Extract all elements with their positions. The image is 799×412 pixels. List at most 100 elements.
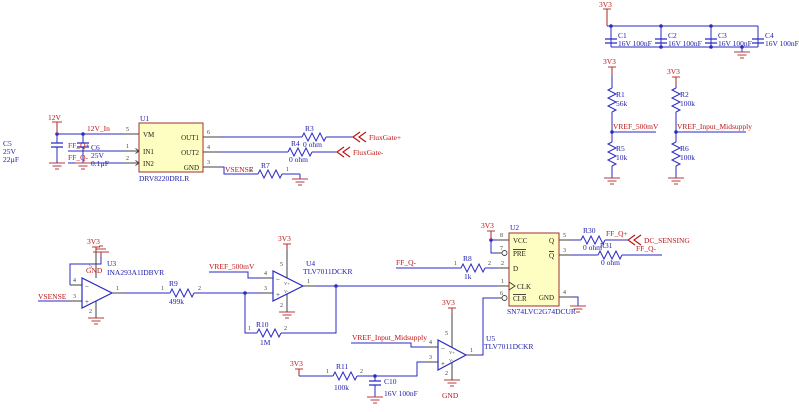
port-fluxgate-plus[interactable]: FluxGate+	[351, 131, 401, 143]
r10-num-2: 2	[284, 326, 287, 332]
u4-ref: U4	[306, 259, 315, 268]
u2-num-8: 8	[500, 233, 503, 239]
power-port-gnd-u3[interactable]: GND	[86, 245, 109, 275]
c6-rating: 25V	[91, 151, 105, 160]
component-r30[interactable]: R30 0 ohm	[580, 226, 606, 252]
u2-pin-gnd: GND	[539, 294, 554, 302]
component-u4[interactable]: − + V+ V- U4 TLV7011DCKR 4 3 5 2 1	[261, 250, 352, 312]
power-label-3v3: 3V3	[87, 237, 100, 246]
component-c6[interactable]: C6 25V 0.1µF	[77, 134, 109, 168]
power-port-3v3-u5[interactable]: 3V3	[442, 298, 456, 314]
port-fluxgate-minus[interactable]: FluxGate-	[335, 146, 384, 158]
component-r31[interactable]: R31 0 ohm	[597, 241, 623, 267]
gnd-label-u5: GND	[442, 391, 459, 400]
u4-num-3: 3	[264, 286, 267, 292]
r3-value: 0 ohm	[303, 140, 322, 149]
r1-value: 56k	[616, 99, 628, 108]
component-r9[interactable]: R9 499k 1 2	[161, 279, 201, 306]
component-c4[interactable]: C4 16V 100nF	[752, 31, 799, 48]
component-r2[interactable]: R2 100k	[670, 87, 695, 113]
component-u5[interactable]: − + V+ V- U5 TLV7011DCKR 4 3 5 2 1	[426, 314, 533, 380]
u5-ref: U5	[486, 334, 495, 343]
r9-num-1: 1	[161, 286, 164, 292]
wires[interactable]	[38, 25, 759, 397]
component-r11[interactable]: R11 100k 1 2	[326, 362, 363, 392]
u5-minus-mark: −	[441, 345, 445, 353]
u4-plus-mark: +	[276, 291, 280, 299]
u4-num-5: 5	[280, 262, 283, 268]
r9-num-2: 2	[198, 286, 201, 292]
r1-ref: R1	[616, 90, 625, 99]
power-port-3v3-u4[interactable]: 3V3	[278, 234, 291, 250]
c1-ref: C1	[618, 31, 627, 40]
component-u1[interactable]: U1 DRV8220DRLR VM IN1 IN2 OUT1 OUT2 GND …	[123, 114, 219, 183]
r31-ref: R31	[600, 241, 613, 250]
net-label-ff-q-plus: FF_Q+	[68, 141, 90, 150]
u2-part: SN74LVC2G74DCUR	[507, 307, 576, 316]
net-label-vref-midsupply-u5: VREF_Input_Midsupply	[352, 333, 427, 342]
c4-value: 16V 100nF	[765, 39, 799, 48]
u3-plus-mark: +	[85, 298, 89, 306]
component-c1[interactable]: C1 16V 100nF	[605, 31, 652, 48]
component-r7[interactable]: R7 2 1	[250, 161, 289, 180]
net-label-vref-midsupply-div: VREF_Input_Midsupply	[677, 122, 752, 131]
power-port-12v[interactable]: 12V	[48, 113, 62, 134]
c5-rating: 25V	[3, 147, 17, 156]
r11-num-2: 2	[360, 369, 363, 375]
r3-ref: R3	[305, 124, 314, 133]
component-c2[interactable]: C2 16V 100nF	[655, 31, 702, 48]
component-r8[interactable]: R8 1k 1 2	[454, 254, 491, 281]
component-u2[interactable]: U2 SN74LVC2G74DCUR VCC PRE D CLK CLR Q Q…	[497, 223, 576, 316]
power-port-3v3-u2[interactable]: 3V3	[481, 221, 495, 240]
c3-ref: C3	[718, 31, 727, 40]
component-c3[interactable]: C3 16V 100nF	[705, 31, 752, 48]
u1-pin-gnd: GND	[184, 164, 199, 172]
u2-pin-q: Q	[549, 237, 554, 245]
power-port-3v3-r2[interactable]: 3V3	[667, 67, 680, 86]
u5-num-4: 4	[429, 340, 432, 346]
port-dc-sensing[interactable]: DC_SENSING	[626, 234, 690, 246]
u1-ref: U1	[140, 114, 149, 123]
component-r5[interactable]: R5 10k	[606, 141, 628, 167]
ground-symbols	[49, 51, 750, 404]
u4-num-2: 2	[280, 303, 283, 309]
component-r4[interactable]: R4 0 ohm	[287, 139, 313, 164]
r8-num-1: 1	[454, 261, 457, 267]
component-u3[interactable]: − + U3 INA293A1IDBVR 4 3 5 2 1	[70, 252, 164, 318]
net-label-ff-q-minus-r31: FF_Q-	[636, 244, 657, 253]
power-label-3v3: 3V3	[667, 67, 680, 76]
u1-num-4: 4	[207, 145, 210, 151]
power-label-gnd: GND	[86, 266, 103, 275]
component-c5[interactable]: C5 25V 22µF	[3, 134, 63, 164]
power-port-3v3-r1[interactable]: 3V3	[603, 57, 616, 76]
u2-num-1: 1	[501, 279, 504, 285]
u5-vminus-mark: V-	[449, 358, 454, 363]
u1-part: DRV8220DRLR	[139, 174, 189, 183]
c3-value: 16V 100nF	[718, 39, 752, 48]
power-port-3v3-u3[interactable]: 3V3	[87, 237, 100, 252]
r6-ref: R6	[680, 144, 689, 153]
component-r10[interactable]: R10 1M 1 2	[248, 320, 287, 347]
r2-ref: R2	[680, 90, 689, 99]
c10-ref: C10	[384, 377, 397, 386]
u5-num-3: 3	[429, 355, 432, 361]
u2-num-7: 7	[500, 246, 503, 252]
component-r1[interactable]: R1 56k	[606, 87, 628, 113]
power-port-3v3-capbank[interactable]: 3V3	[599, 0, 612, 26]
net-label-vsense-top: VSENSE	[225, 165, 254, 174]
net-label-ff-q-minus-r8: FF_Q-	[396, 258, 417, 267]
r11-value: 100k	[334, 383, 349, 392]
u3-ref: U3	[107, 259, 116, 268]
component-c10[interactable]: C10 16V 100nF	[369, 377, 418, 398]
power-label-3v3: 3V3	[278, 234, 291, 243]
power-label-12v: 12V	[48, 113, 62, 122]
power-port-3v3-r11[interactable]: 3V3	[290, 359, 303, 376]
net-labels[interactable]: 12V_In FF_Q+ FF_Q- VSENSE VREF_500mV VRE…	[38, 122, 752, 342]
r30-value: 0 ohm	[583, 243, 602, 252]
component-r6[interactable]: R6 100k	[670, 141, 695, 167]
c2-ref: C2	[668, 31, 677, 40]
u4-vminus-mark: V-	[284, 289, 289, 294]
r7-num-1: 1	[286, 167, 289, 173]
component-r3[interactable]: R3 0 ohm	[301, 124, 327, 149]
